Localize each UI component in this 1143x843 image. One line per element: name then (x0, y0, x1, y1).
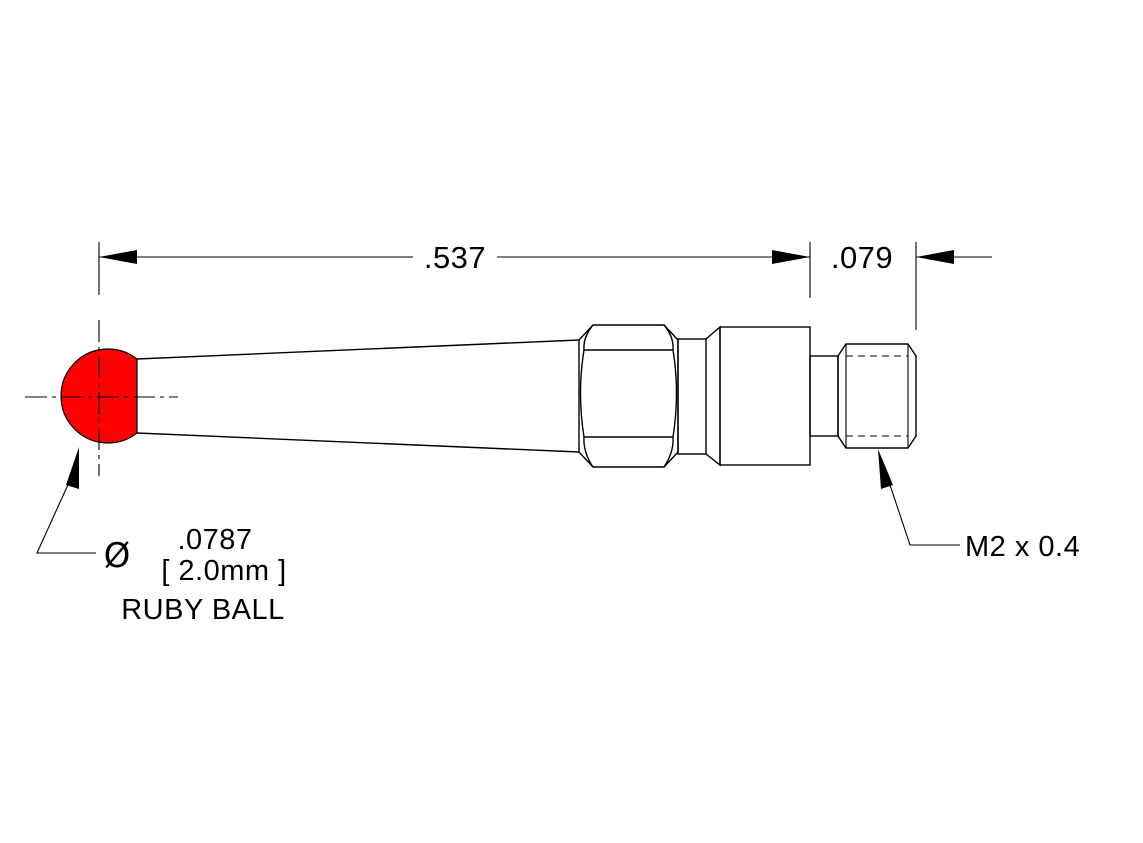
ball-diameter-mm: [ 2.0mm ] (161, 555, 286, 587)
tapered-stem (136, 339, 580, 453)
thread-length-dimension: .079 (831, 240, 992, 330)
overall-length-label: .537 (424, 240, 486, 275)
hex-section (578, 324, 679, 468)
ball-diameter-inch: .0787 (177, 524, 252, 556)
arrowhead-left (99, 250, 137, 264)
threaded-shank (809, 343, 917, 449)
hex-outline (578, 324, 679, 468)
shank-relief (809, 355, 839, 437)
thread-spec-label: M2 x 0.4 (965, 531, 1080, 563)
hex-chamfer-top (583, 324, 674, 351)
ball-leader-arrowhead (66, 447, 79, 489)
diameter-symbol: Ø (104, 536, 131, 576)
thread-outline (837, 343, 917, 449)
thread-leader-arrowhead (878, 449, 893, 489)
stem-edge-bottom (136, 432, 580, 453)
ball-material-label: RUBY BALL (121, 594, 285, 626)
arrowhead-right (772, 250, 810, 264)
collar-body (719, 326, 811, 466)
collar-neck (677, 338, 707, 455)
arrowhead-thread (916, 250, 954, 264)
stem-edge-top (136, 339, 580, 360)
overall-length-dimension: .537 (98, 240, 811, 298)
ball-diameter-callout: Ø .0787 [ 2.0mm ] RUBY BALL (36, 447, 286, 626)
ruby-ball (25, 320, 178, 476)
collar-chamfer (705, 325, 721, 467)
hex-face-left (579, 349, 585, 438)
thread-spec-callout: M2 x 0.4 (878, 449, 1080, 563)
collar-section (677, 325, 811, 467)
hex-face-right (672, 349, 678, 438)
ball-leader-line (36, 466, 96, 554)
thread-length-label: .079 (831, 240, 893, 275)
thread-leader-line (884, 469, 960, 546)
hex-chamfer-bottom (583, 436, 674, 468)
